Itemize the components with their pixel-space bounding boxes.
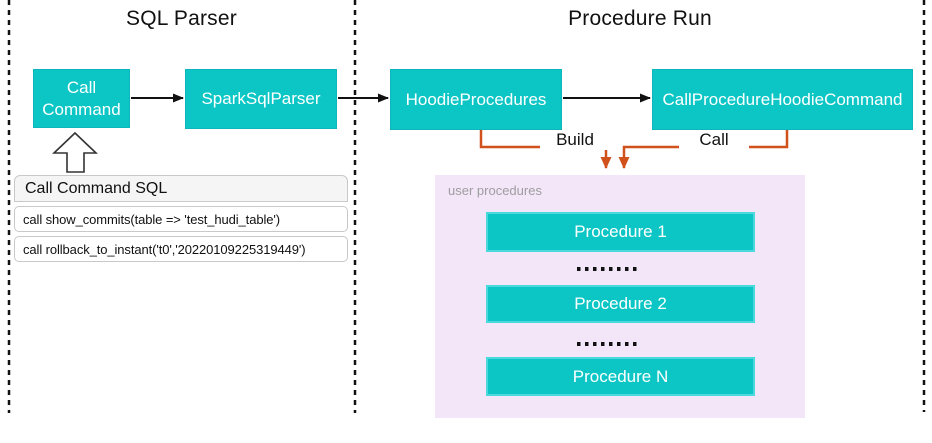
sql-row-rollback: call rollback_to_instant('t0','202201092… [14,236,348,262]
node-spark-sql-parser: SparkSqlParser [185,69,337,129]
node-hoodie-procedures: HoodieProcedures [390,69,562,130]
section-title-procedure-run: Procedure Run [568,7,712,30]
ellipsis-dots-icon [577,267,637,271]
sql-panel-title: Call Command SQL [14,175,348,202]
node-call-command: Call Command [33,69,130,128]
ellipsis-dots-icon [577,342,637,346]
procedure-box-2: Procedure 2 [486,285,755,323]
edge-label-call: Call [679,130,749,150]
user-procedures-panel: user procedures Procedure 1 Procedure 2 … [435,175,805,418]
sql-example-panel: Call Command SQL call show_commits(table… [14,175,348,262]
sql-row-show-commits: call show_commits(table => 'test_hudi_ta… [14,206,348,232]
procedure-box-1: Procedure 1 [486,212,755,252]
section-title-sql-parser: SQL Parser [126,7,237,30]
procedure-box-n: Procedure N [486,357,755,396]
edge-label-build: Build [540,130,610,150]
hollow-up-arrow-icon [52,131,98,173]
node-call-procedure-hoodie-command: CallProcedureHoodieCommand [652,69,913,130]
user-procedures-label: user procedures [448,183,542,198]
